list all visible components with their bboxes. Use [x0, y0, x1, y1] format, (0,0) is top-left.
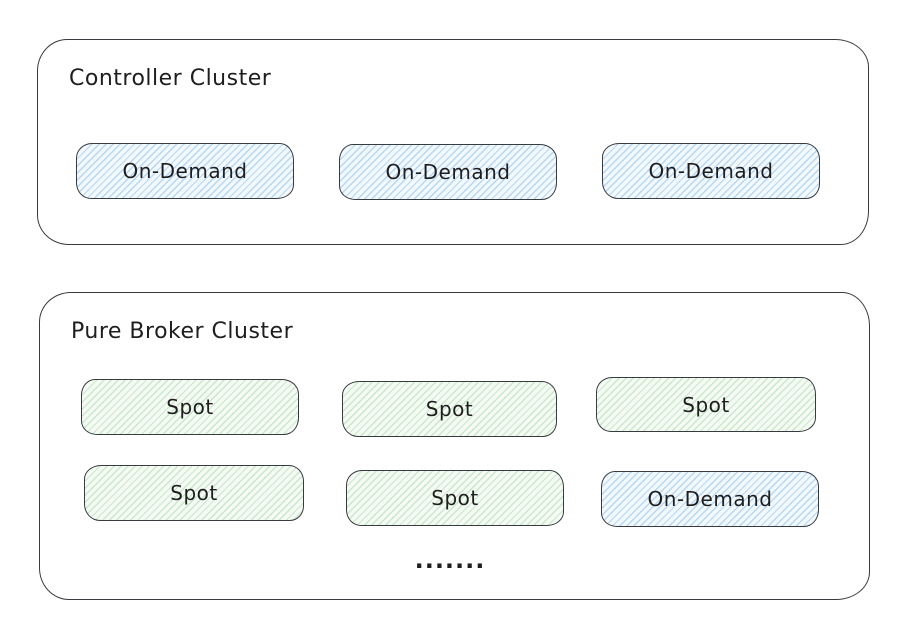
controller-node-on-demand-1: On-Demand — [76, 143, 294, 199]
node-label: Spot — [682, 392, 730, 417]
controller-node-on-demand-3: On-Demand — [602, 143, 820, 199]
broker-node-on-demand-1: On-Demand — [601, 471, 819, 527]
broker-node-spot-5: Spot — [346, 470, 564, 526]
broker-node-spot-3: Spot — [596, 377, 816, 432]
more-nodes-ellipsis: ....... — [414, 546, 486, 574]
pure-broker-cluster-title: Pure Broker Cluster — [71, 319, 294, 344]
pure-broker-cluster-container: Pure Broker Cluster Spot Spot Spot Spot … — [39, 292, 870, 600]
node-label: Spot — [431, 486, 479, 510]
node-label: On-Demand — [647, 487, 773, 511]
node-label: Spot — [170, 481, 218, 505]
node-label: Spot — [166, 395, 214, 419]
broker-node-spot-2: Spot — [342, 381, 557, 437]
controller-cluster-container: Controller Cluster On-Demand On-Demand O… — [37, 39, 869, 245]
broker-node-spot-1: Spot — [81, 379, 299, 435]
node-label: On-Demand — [385, 160, 511, 184]
controller-node-on-demand-2: On-Demand — [339, 144, 557, 200]
broker-node-spot-4: Spot — [84, 465, 304, 521]
controller-cluster-title: Controller Cluster — [69, 66, 272, 91]
node-label: On-Demand — [122, 159, 248, 183]
node-label: Spot — [425, 397, 474, 421]
node-label: On-Demand — [648, 159, 774, 183]
